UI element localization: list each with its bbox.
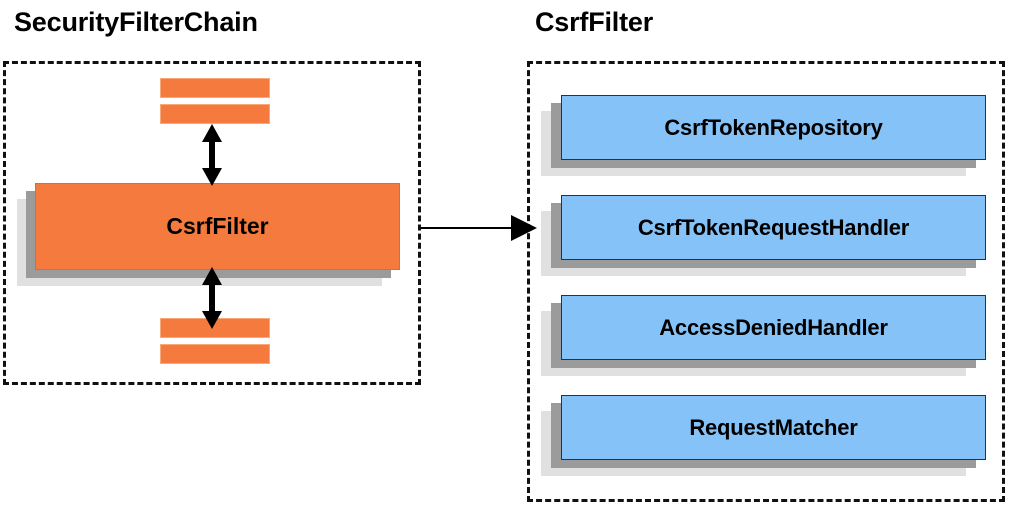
panel-title-csrf-filter: CsrfFilter [535, 7, 654, 37]
node-csrffilter[interactable]: CsrfFilter [35, 183, 400, 270]
connector-arrow-panels [421, 212, 537, 244]
panel-security-filter-chain [3, 61, 421, 385]
filter-bar-above-2 [160, 104, 270, 124]
node-requestmatcher[interactable]: RequestMatcher [561, 395, 986, 460]
filter-bar-above-1 [160, 78, 270, 98]
node-csrftokenrequesthandler[interactable]: CsrfTokenRequestHandler [561, 195, 986, 260]
filter-bar-below-2 [160, 344, 270, 364]
connector-arrow-below [196, 267, 228, 329]
panel-title-security-filter-chain: SecurityFilterChain [14, 7, 258, 37]
node-csrftokenrepository[interactable]: CsrfTokenRepository [561, 95, 986, 160]
connector-arrow-above [196, 124, 228, 186]
node-accessdeniedhandler[interactable]: AccessDeniedHandler [561, 295, 986, 360]
panel-csrf-filter [527, 61, 1005, 502]
